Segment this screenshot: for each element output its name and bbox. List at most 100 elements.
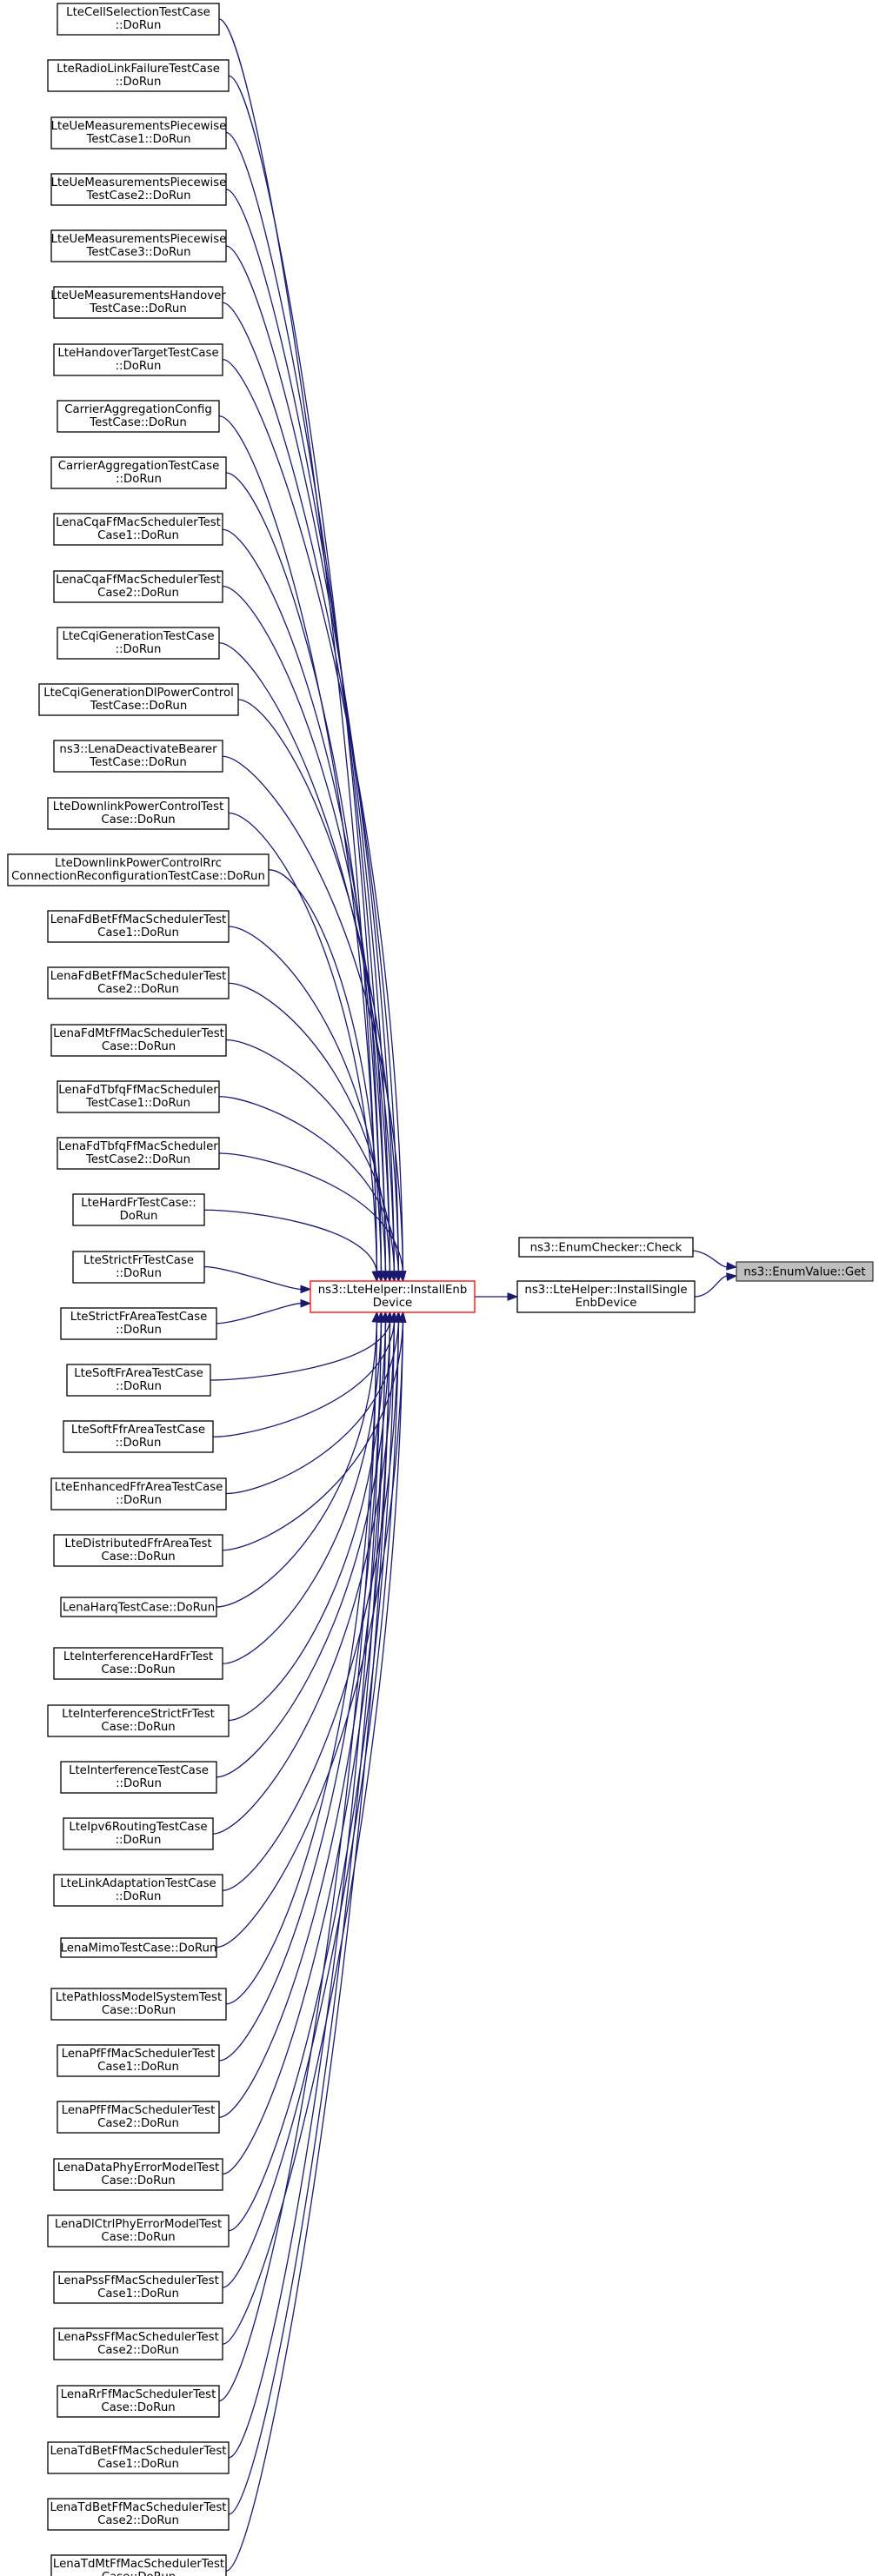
caller-node-ltecqigenerationdlpowercontroltestcase-dorun-box: [38, 683, 239, 716]
caller-node-lteuemeasurementspiecewisetestcase3-dorun[interactable]: LteUeMeasurementsPiecewiseTestCase3::DoR…: [50, 229, 227, 262]
hub-node-install-enb-device-label-1: ns3::LteHelper::InstallEnb: [318, 1284, 468, 1297]
edge-11: [218, 642, 396, 1273]
edge-3: [225, 189, 391, 1273]
caller-node-lenafdbetffmacschedulertestcase2-dorun-label-1: LenaFdBetFfMacSchedulerTest: [50, 970, 227, 983]
caller-node-lenacqaffmacschedulertestcase2-dorun-box: [53, 570, 223, 603]
caller-node-ltelinkadaptationtestcase-dorun-label-1: LteLinkAdaptationTestCase: [60, 1877, 216, 1890]
edge-42: [218, 1320, 378, 2402]
caller-node-lteradiolinkfailuretestcase-dorun[interactable]: LteRadioLinkFailureTestCase::DoRun: [47, 59, 230, 92]
arrowhead-22: [300, 1285, 312, 1294]
caller-node-ltecellselectiontestcase-dorun[interactable]: LteCellSelectionTestCase::DoRun: [57, 3, 220, 36]
node-install-single-enb-device-label-1: ns3::LteHelper::InstallSingle: [524, 1284, 687, 1297]
caller-node-lenadlctrlphyerrormodeltestcase-dorun-label-1: LenaDlCtrlPhyErrorModelTest: [55, 2218, 222, 2231]
caller-node-lenamimotestcase-dorun[interactable]: LenaMimoTestCase::DoRun: [60, 1937, 217, 1958]
edge-36: [218, 1320, 383, 2061]
caller-node-lenapssffmacschedulertestcase2-dorun-label-2: Case2::DoRun: [97, 2344, 179, 2357]
caller-node-lteipv6routingtestcase-dorun[interactable]: LteIpv6RoutingTestCase::DoRun: [63, 1817, 214, 1850]
caller-node-lteenhancedffrareatestcase-dorun[interactable]: LteEnhancedFfrAreaTestCase::DoRun: [50, 1477, 227, 1510]
caller-node-lteipv6routingtestcase-dorun-label-1: LteIpv6RoutingTestCase: [69, 1821, 207, 1834]
caller-node-lenamimotestcase-dorun-label-1: LenaMimoTestCase::DoRun: [61, 1942, 217, 1955]
caller-node-ltedownlinkpowercontroltestcase-dorun-label-1: LteDownlinkPowerControlTest: [53, 800, 223, 813]
caller-node-ltestrictfrtestcase-dorun[interactable]: LteStrictFrTestCase::DoRun: [72, 1251, 205, 1284]
caller-node-carrieraggregationconfigtestcase-dorun-label-2: TestCase::DoRun: [89, 416, 187, 429]
caller-node-ltesoftffrareatestcase-dorun-label-1: LteSoftFfrAreaTestCase: [71, 1424, 205, 1437]
caller-node-ltestrictfrtestcase-dorun-label-1: LteStrictFrTestCase: [83, 1254, 194, 1267]
caller-node-ltestrictfrareatestcase-dorun[interactable]: LteStrictFrAreaTestCase::DoRun: [60, 1307, 217, 1340]
caller-node-ltecqigenerationtestcase-dorun-label-1: LteCqiGenerationTestCase: [62, 630, 214, 643]
caller-node-ltepathlossmodelsystemtestcase-dorun-label-2: Case::DoRun: [102, 2004, 176, 2017]
caller-node-ltesoftffrareatestcase-dorun[interactable]: LteSoftFfrAreaTestCase::DoRun: [63, 1420, 214, 1453]
caller-node-ltehardfrtestcase-dorun[interactable]: LteHardFrTestCase::DoRun: [72, 1193, 205, 1226]
edge-26: [225, 1320, 400, 1495]
caller-node-lenatdmtffmacschedulertestcase-dorun[interactable]: LenaTdMtFfMacSchedulerTestCase::DoRun: [50, 2554, 227, 2576]
caller-node-lenafdtbfqffmacschedulertestcase1-dorun-box: [57, 1080, 220, 1113]
caller-node-lenafdbetffmacschedulertestcase1-dorun-box: [47, 910, 230, 943]
caller-node-ltecqigenerationtestcase-dorun[interactable]: LteCqiGenerationTestCase::DoRun: [57, 627, 220, 660]
arrowhead-21: [371, 1271, 381, 1283]
caller-node-ltecqigenerationdlpowercontroltestcase-dorun[interactable]: LteCqiGenerationDlPowerControlTestCase::…: [38, 683, 239, 716]
caller-node-lteuemeasurementshandovertestcase-dorun-label-2: TestCase::DoRun: [89, 302, 187, 315]
caller-node-lenafdbetffmacschedulertestcase1-dorun-label-2: Case1::DoRun: [97, 926, 179, 939]
caller-node-lenafdbetffmacschedulertestcase1-dorun-label-1: LenaFdBetFfMacSchedulerTest: [50, 913, 227, 926]
caller-node-lenafdmtffmacschedulertestcase-dorun-label-2: Case::DoRun: [102, 1040, 176, 1053]
caller-node-lenacqaffmacschedulertestcase2-dorun-label-2: Case2::DoRun: [97, 587, 179, 600]
edge-7: [218, 415, 378, 1273]
caller-node-lteuemeasurementspiecewisetestcase2-dorun[interactable]: LteUeMeasurementsPiecewiseTestCase2::DoR…: [50, 173, 227, 206]
caller-node-ltesoftfrareatestcase-dorun[interactable]: LteSoftFrAreaTestCase::DoRun: [66, 1364, 211, 1397]
caller-node-lteipv6routingtestcase-dorun-label-2: ::DoRun: [116, 1834, 162, 1847]
caller-node-ltecqigenerationtestcase-dorun-box: [57, 627, 220, 660]
caller-node-ltesoftfrareatestcase-dorun-label-2: ::DoRun: [116, 1380, 162, 1393]
edge-21: [203, 1209, 378, 1273]
caller-node-carrieraggregationtestcase-dorun[interactable]: CarrierAggregationTestCase::DoRun: [50, 456, 227, 489]
caller-node-ltehandovertargettestcase-dorun[interactable]: LteHandoverTargetTestCase::DoRun: [53, 343, 223, 376]
caller-node-lenatdmtffmacschedulertestcase-dorun-label-1: LenaTdMtFfMacSchedulerTest: [53, 2558, 224, 2571]
edge-22: [203, 1265, 302, 1291]
caller-node-ltelinkadaptationtestcase-dorun[interactable]: LteLinkAdaptationTestCase::DoRun: [53, 1874, 223, 1907]
caller-node-lenatdmtffmacschedulertestcase-dorun-box: [50, 2554, 227, 2576]
node-enum-checker-check[interactable]: ns3::EnumChecker::Check: [518, 1237, 694, 1258]
caller-node-lenadataphyerrormodeltestcase-dorun-box: [53, 2158, 223, 2191]
caller-node-lteinterferencetestcase-dorun[interactable]: LteInterferenceTestCase::DoRun: [60, 1761, 217, 1794]
edge-19: [218, 1096, 400, 1273]
node-enum-value-get[interactable]: ns3::EnumValue::Get: [736, 1261, 874, 1282]
caller-node-lenaharqtestcase-dorun[interactable]: LenaHarqTestCase::DoRun: [60, 1597, 217, 1617]
arrowhead-23: [300, 1298, 312, 1308]
caller-node-lteuemeasurementspiecewisetestcase1-dorun[interactable]: LteUeMeasurementsPiecewiseTestCase1::DoR…: [50, 116, 227, 149]
caller-node-ltedownlinkpowercontroltestcase-dorun-box: [47, 797, 230, 830]
caller-node-lenapfffmacschedulertestcase2-dorun-label-1: LenaPfFfMacSchedulerTest: [62, 2104, 216, 2117]
caller-node-lenacqaffmacschedulertestcase1-dorun-label-2: Case1::DoRun: [97, 529, 179, 542]
caller-node-lteradiolinkfailuretestcase-dorun-label-1: LteRadioLinkFailureTestCase: [57, 63, 220, 76]
caller-node-ltecqigenerationdlpowercontroltestcase-dorun-label-2: TestCase::DoRun: [90, 700, 188, 713]
caller-node-ltedownlinkpowercontrolrrcconnectionreconfigurationtestcase-dorun[interactable]: LteDownlinkPowerControlRrcConnectionReco…: [7, 853, 270, 886]
caller-node-ltedistributedffrareatestcase-dorun-box: [53, 1534, 223, 1567]
caller-node-lteinterferencetestcase-dorun-box: [60, 1761, 217, 1794]
edge-15: [268, 869, 383, 1273]
